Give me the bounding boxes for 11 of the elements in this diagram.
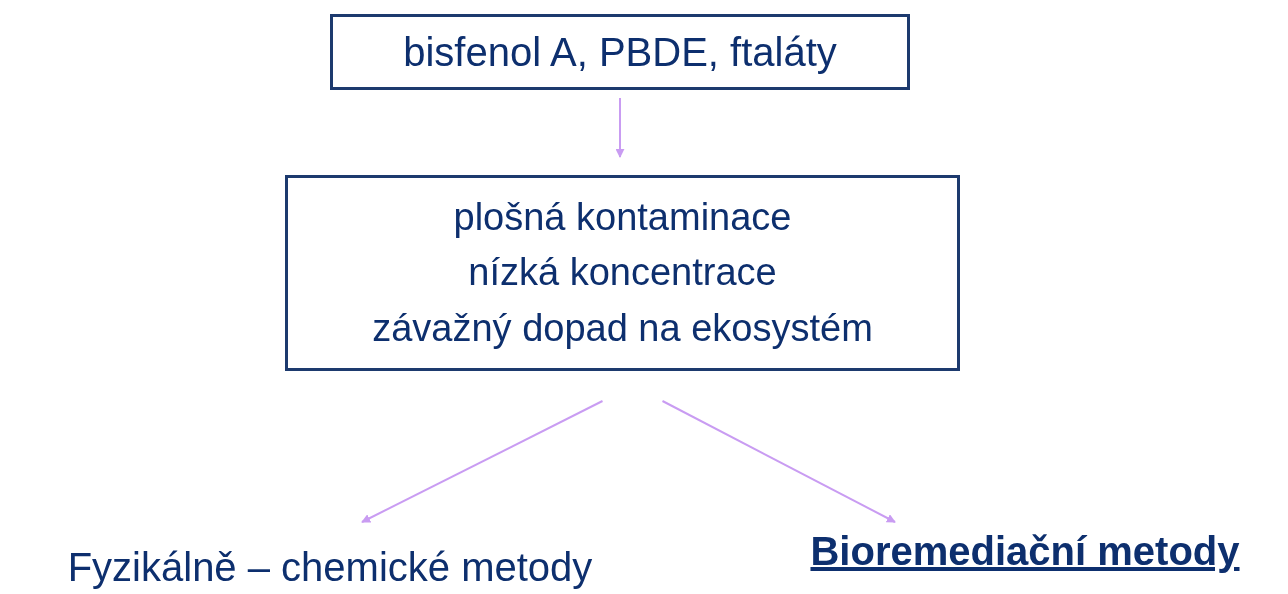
method-label: Bioremediační metody (810, 528, 1240, 575)
box-text: nízká koncentrace (468, 250, 777, 296)
box-text: plošná kontaminace (453, 195, 792, 241)
arrow (361, 400, 604, 523)
box-text: závažný dopad na ekosystém (372, 305, 873, 351)
process-box (330, 14, 910, 90)
process-box (285, 175, 960, 371)
arrow (661, 400, 896, 523)
method-label: Fyzikálně – chemické metody (67, 544, 593, 591)
arrow (615, 97, 625, 158)
box-text: bisfenol A, PBDE, ftaláty (403, 29, 837, 76)
